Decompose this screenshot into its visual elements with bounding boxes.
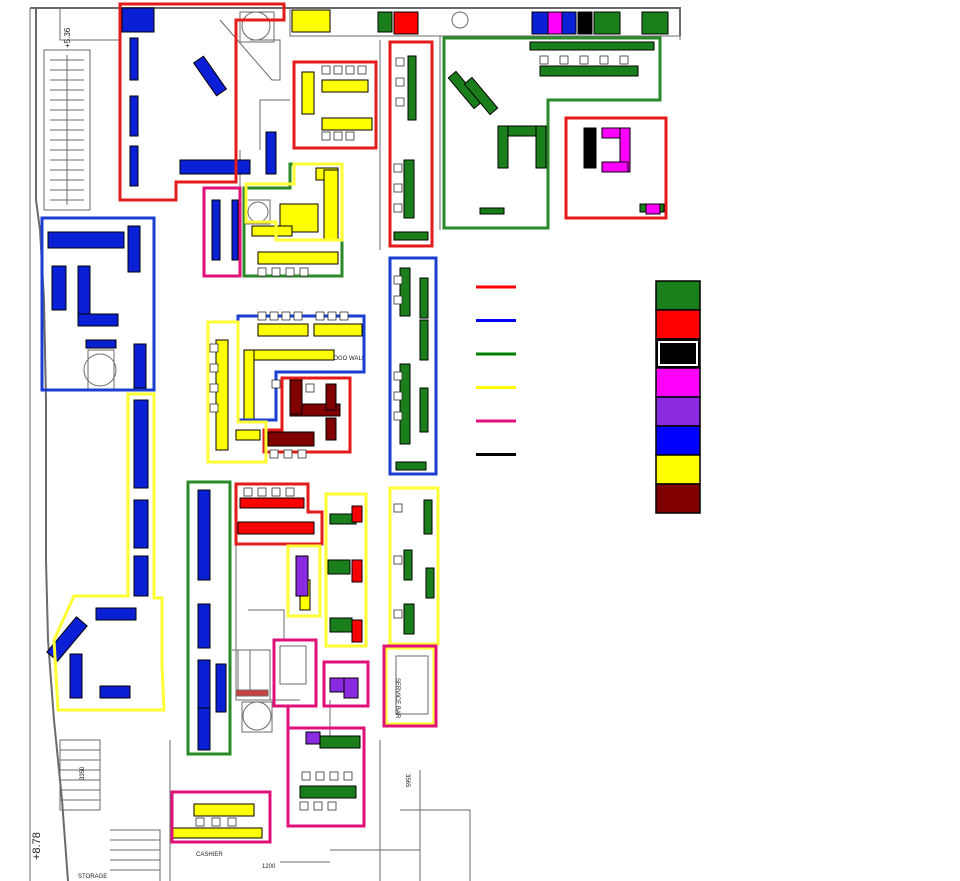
zone-yellow-green [388,486,440,646]
zone-red-column [388,40,434,248]
zone-green-right [442,36,662,230]
stair-left [43,49,91,211]
zone-pink-cashier [170,790,272,844]
top-bay-black [577,11,593,35]
chairs [195,55,629,827]
zone-pink-service [382,644,438,728]
top-bay-blue-3 [561,11,577,35]
zone-green-column [186,480,232,756]
level-top-label: +5.36 [63,27,72,48]
legend-swatch-border [658,341,698,366]
building-walls [29,7,681,881]
logo-wall-label: LOGO WALL [330,356,366,362]
legend-swatch-8 [655,483,701,514]
zone-red-tables [292,60,378,150]
top-bay-green-2 [593,11,621,35]
zone-yellow-service [384,646,436,726]
dim-3350-label: 3350 [80,766,86,780]
top-bay-red [393,11,419,35]
top-bay-blue-2 [531,11,549,35]
legend-swatch-3 [655,338,701,369]
top-bay-green-3 [641,11,669,35]
service-bar-label: SERVICE BAR [394,678,400,719]
zone-pink-left [202,186,242,278]
stair-bottom-left [59,739,161,881]
top-bay-blue [121,7,155,33]
zone-pink-kiosk [272,638,366,828]
legend-swatch-6 [655,425,701,456]
level-bottom-label: +8.78 [31,832,43,860]
top-bay-pink [547,11,563,35]
storage-label: STORAGE [78,874,107,880]
legend-swatch-7 [655,454,701,485]
legend-swatch-4 [655,367,701,398]
legend-swatch-2 [655,309,701,340]
top-bay-yellow [291,9,331,33]
zone-red-top-left [118,2,286,202]
zone-yellow-left [52,392,166,712]
zone-red-right [564,116,668,220]
zone-blue-left [40,216,156,392]
zone-pink-purple [322,660,370,708]
zone-red-center [262,376,352,454]
top-strip [121,7,669,35]
zone-yellow-mid [244,162,344,242]
legend-swatch-1 [655,280,701,311]
zone-yellow-purple [286,544,322,618]
fixtures [46,37,665,839]
dim-3565-label: 3565 [404,774,410,788]
top-bay-green [377,11,393,33]
legend-swatch-5 [655,396,701,427]
zone-blue-column [388,256,438,476]
zone-yellow-red-column [324,492,368,648]
zone-red-lower [234,482,324,546]
cashier-label: CASHIER [196,852,223,858]
dim-1200-label: 1200 [262,864,276,870]
zone-yellow-logo [206,320,268,464]
zone-outlines [40,2,668,844]
legend [476,280,701,514]
plan-labels: +5.36 +8.78 LOGO WALL STORAGE CASHIER SE… [31,27,410,880]
